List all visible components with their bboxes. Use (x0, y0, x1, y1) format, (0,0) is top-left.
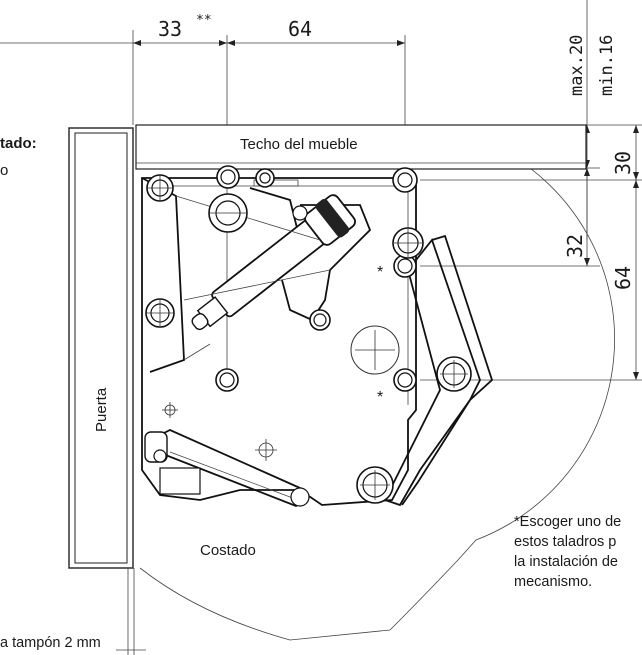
door-label: Puerta (93, 387, 110, 432)
cabinet-top: Techo del mueble (135, 124, 587, 170)
dim-30: 30 (611, 151, 635, 175)
star-marker-lower: * (377, 389, 383, 406)
hinge-mechanism (141, 177, 494, 507)
footnote-line-4: mecanismo. (514, 574, 593, 590)
footnote-line-1: *Escoger uno de (514, 514, 622, 530)
top-dimensions: 33 ** 64 (0, 13, 406, 380)
star-marker-upper: * (377, 264, 383, 281)
dim-min16: min.16 (597, 35, 617, 96)
left-edge-heading-fragment: tado: (0, 135, 37, 152)
footnote-line-2: estos taladros p (514, 534, 617, 550)
left-edge-text-fragment: o (0, 162, 8, 179)
door-swing-arc (139, 124, 615, 641)
footnote: *Escoger uno de estos taladros p la inst… (514, 512, 621, 592)
bumper-gap-lines (116, 568, 146, 655)
dim-max20: max.20 (567, 35, 587, 96)
side-panel-label: Costado (200, 542, 256, 559)
door: Puerta (68, 127, 134, 569)
right-dimensions: max.20 min.16 30 32 64 (420, 0, 642, 381)
dim-33: 33 (158, 17, 182, 41)
dim-32: 32 (563, 234, 587, 258)
dim-64-top: 64 (288, 17, 312, 41)
pivot-n (292, 205, 308, 221)
center-marks (146, 175, 468, 500)
cabinet-top-label: Techo del mueble (240, 136, 358, 153)
footnote-line-3: la instalación de (514, 554, 618, 570)
dim-33-superscript: ** (196, 13, 212, 28)
mounting-holes (145, 165, 472, 504)
bumper-note-fragment: a tampón 2 mm (0, 635, 101, 651)
dim-64-right: 64 (611, 266, 635, 290)
